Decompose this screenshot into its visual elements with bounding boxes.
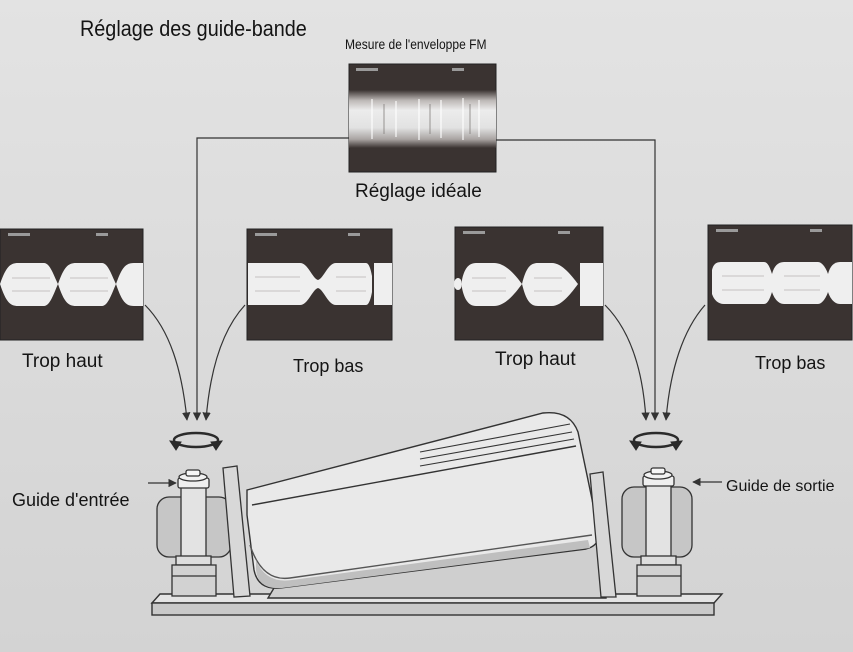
envelope-texture <box>371 98 480 140</box>
connector-exit-too-low <box>662 304 706 421</box>
envelope-texture <box>472 277 562 292</box>
scope-entry-too-high <box>0 228 144 341</box>
envelope-texture <box>255 276 366 292</box>
entry-too-high-label: Trop haut <box>22 351 103 372</box>
envelope-segment <box>116 263 143 306</box>
envelope-segment <box>248 263 318 305</box>
connector-entry-too-high <box>144 304 191 421</box>
entry-too-low-label: Trop bas <box>293 356 364 376</box>
scope-readout <box>96 233 108 236</box>
envelope-segment <box>772 262 828 304</box>
envelope-texture <box>383 104 471 134</box>
scope-readout <box>348 233 360 236</box>
drum-head-stripes <box>419 423 575 467</box>
envelope-texture <box>12 277 108 292</box>
tape-path <box>249 534 593 580</box>
connector-ideal-exit <box>496 139 660 421</box>
guide-screw-head <box>185 469 201 477</box>
scope-readout <box>463 231 485 234</box>
scope-readout <box>716 229 738 232</box>
scope-ideal <box>348 63 497 173</box>
scope-entry-too-low <box>246 228 393 341</box>
guide-base <box>636 564 682 597</box>
guide-post <box>180 485 207 569</box>
scope-readout <box>810 229 822 232</box>
base-plate-edge <box>151 602 715 616</box>
envelope-band <box>349 90 496 148</box>
envelope-segment <box>828 262 852 304</box>
scope-exit-too-high <box>454 226 604 341</box>
scope-exit-too-low <box>707 224 853 341</box>
guide-flange <box>175 555 212 566</box>
entry-guide-label: Guide d'entrée <box>12 490 130 510</box>
scope-readout <box>255 233 277 236</box>
page-title: Réglage des guide-bande <box>80 16 307 41</box>
envelope-texture <box>722 275 820 291</box>
guide-bracket <box>222 465 251 598</box>
rotation-arrow-icon <box>169 431 223 451</box>
envelope-segment <box>374 263 392 305</box>
ideal-setting-label: Réglage idéale <box>355 181 482 202</box>
drum-top-edge <box>251 445 577 506</box>
reference-caption: Mesure de l'enveloppe FM <box>345 36 487 52</box>
envelope-segment <box>0 263 58 306</box>
scope-readout <box>452 68 464 71</box>
scope-readout <box>356 68 378 71</box>
envelope-segment <box>454 278 462 290</box>
connector-lines <box>144 137 722 488</box>
guide-screw-head <box>650 467 666 475</box>
envelope-segment <box>522 263 578 306</box>
exit-too-high-label: Trop haut <box>495 349 576 370</box>
envelope-segment <box>58 263 116 306</box>
connector-entry-too-low <box>202 304 246 421</box>
guide-flange <box>640 555 677 566</box>
guide-base <box>171 564 217 597</box>
scope-readout <box>8 233 30 236</box>
drum-shadow <box>256 540 590 589</box>
connector-ideal-entry <box>192 137 349 421</box>
tape-transport-mechanism <box>150 411 724 616</box>
connector-exit-too-high <box>604 304 650 421</box>
exit-guide <box>589 467 693 598</box>
guide-bracket <box>589 471 617 598</box>
scope-readout <box>558 231 570 234</box>
rotation-arrow-icon <box>629 431 683 451</box>
envelope-segment <box>580 263 603 306</box>
envelope-segment <box>462 263 522 306</box>
exit-guide-label: Guide de sortie <box>726 478 835 495</box>
envelope-segment <box>318 263 372 305</box>
entry-guide <box>156 465 251 598</box>
exit-too-low-label: Trop bas <box>755 353 826 373</box>
envelope-segment <box>712 262 772 304</box>
